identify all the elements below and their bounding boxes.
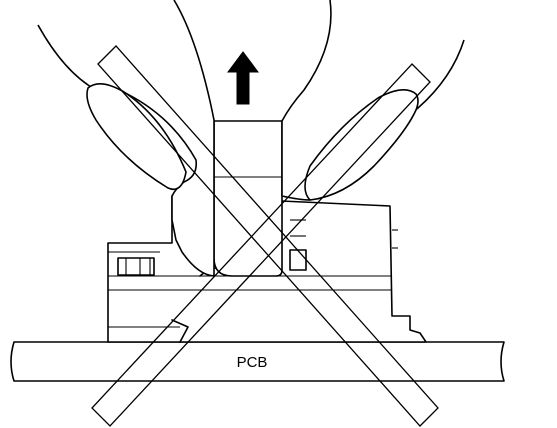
pcb-label: PCB xyxy=(237,354,268,371)
prohibited-cross-icon xyxy=(91,45,439,427)
up-arrow-icon xyxy=(227,51,259,105)
pcb-board: PCB xyxy=(10,341,505,382)
left-finger xyxy=(37,0,215,277)
right-finger xyxy=(281,0,465,201)
